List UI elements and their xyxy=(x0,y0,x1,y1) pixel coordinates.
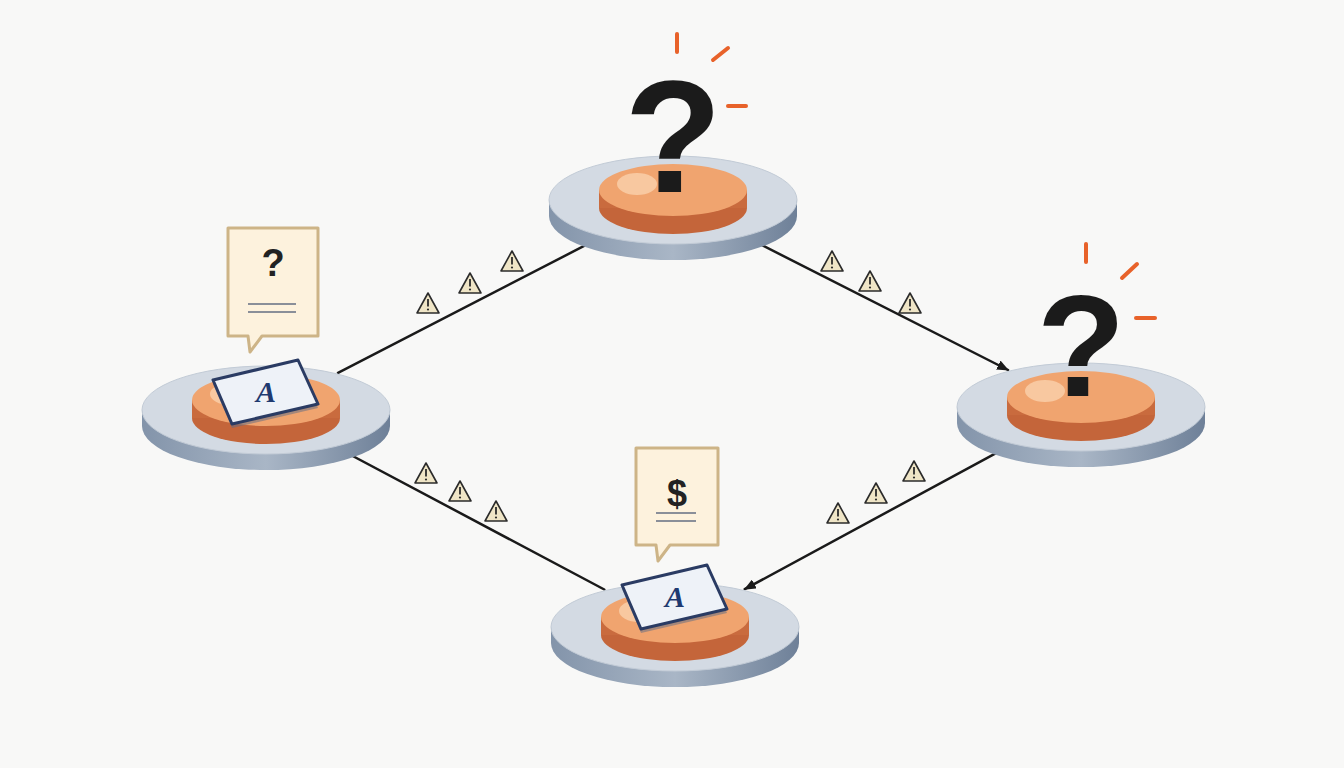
platform-node: ? xyxy=(547,148,799,268)
card-letter: A xyxy=(645,579,705,615)
question-mark: ? xyxy=(547,57,799,217)
platform-node: ?A xyxy=(140,358,392,478)
flow-connector xyxy=(746,237,1008,370)
bubble-symbol: $ xyxy=(636,472,718,516)
flow-connector xyxy=(338,237,601,373)
flow-connector xyxy=(745,445,1012,589)
platform-node: ? xyxy=(955,355,1207,475)
platform-shape xyxy=(549,425,801,695)
platform-node: $A xyxy=(549,575,801,695)
warning-icons xyxy=(415,251,925,523)
flow-connector xyxy=(337,448,605,590)
bubble-symbol: ? xyxy=(228,240,318,286)
question-mark: ? xyxy=(955,274,1207,419)
card-letter: A xyxy=(236,374,296,410)
